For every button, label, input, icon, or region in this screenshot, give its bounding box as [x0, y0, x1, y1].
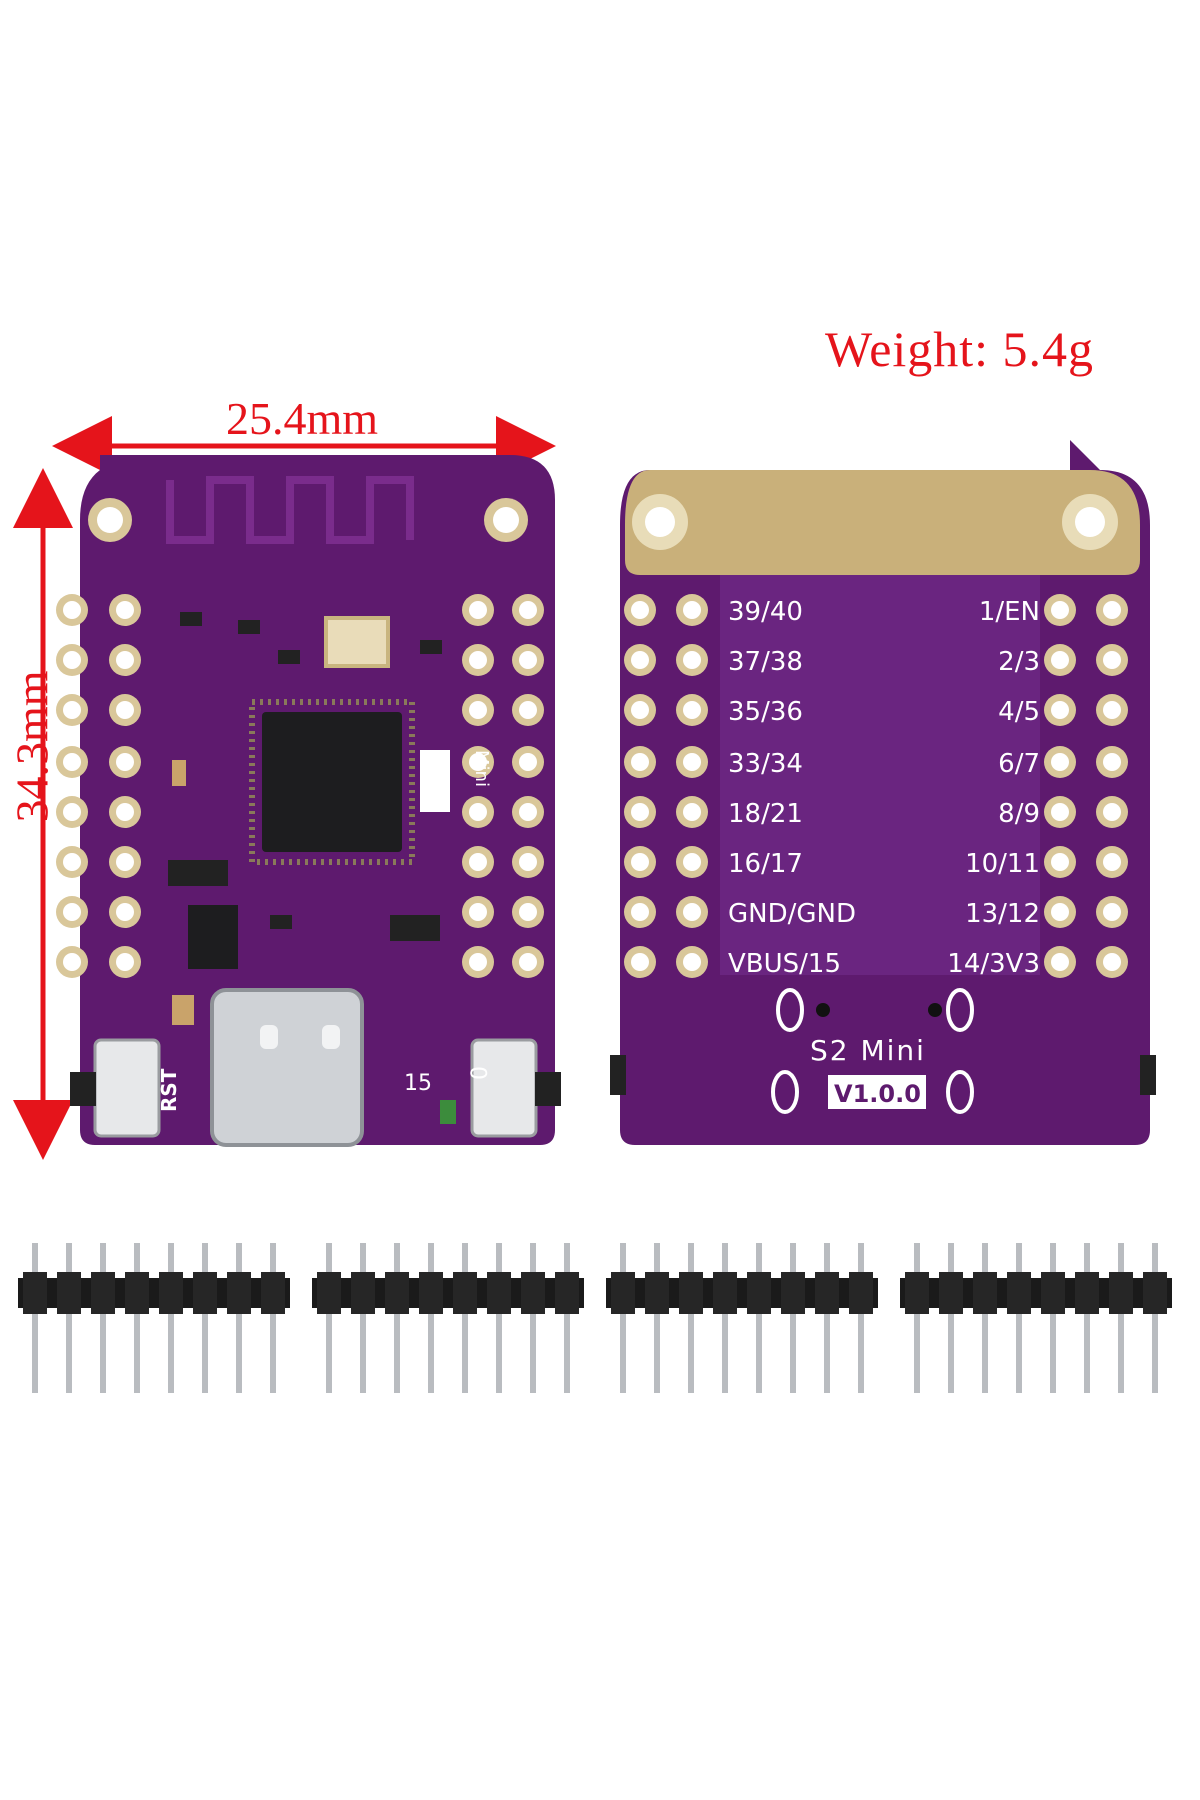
- boot-button: [470, 1038, 538, 1138]
- header-pin: [236, 1243, 242, 1393]
- back-pin-label-left: 18/21: [728, 799, 803, 829]
- back-pin-label-right: 13/12: [965, 899, 1040, 929]
- back-board-version: V1.0.0: [834, 1080, 921, 1108]
- back-pin-label-left: GND/GND: [728, 899, 856, 929]
- header-pin: [360, 1243, 366, 1393]
- back-pin-label-left: 16/17: [728, 849, 803, 879]
- header-pin: [100, 1243, 106, 1393]
- back-pin-label-right: 14/3V3: [947, 949, 1040, 979]
- back-pin-label-left: 35/36: [728, 697, 803, 727]
- status-led: [440, 1100, 456, 1124]
- esp32-s2-chip: [262, 712, 402, 852]
- back-pin-label-right: 8/9: [998, 799, 1040, 829]
- back-pin-label-right: 1/EN: [979, 597, 1040, 627]
- header-pin: [428, 1243, 434, 1393]
- header-pin: [790, 1243, 796, 1393]
- header-pin: [756, 1243, 762, 1393]
- voltage-regulator: [188, 905, 238, 969]
- board-subtitle: Mini: [471, 750, 492, 787]
- board-title: S2: [420, 772, 453, 812]
- header-pin: [270, 1243, 276, 1393]
- header-pin: [496, 1243, 502, 1393]
- header-pin: [134, 1243, 140, 1393]
- header-pin: [654, 1243, 660, 1393]
- front-board: S2 Mini RST 15 0: [56, 455, 561, 1147]
- header-pin: [948, 1243, 954, 1393]
- pin15-label: 15: [404, 1071, 432, 1096]
- header-pin: [1118, 1243, 1124, 1393]
- crystal: [324, 616, 390, 668]
- header-pin: [1084, 1243, 1090, 1393]
- header-pin: [1152, 1243, 1158, 1393]
- header-pin: [914, 1243, 920, 1393]
- header-pin: [722, 1243, 728, 1393]
- header-pin: [564, 1243, 570, 1393]
- usb-c-port: [210, 988, 364, 1147]
- pin-headers: [18, 1243, 1172, 1393]
- header-pin: [66, 1243, 72, 1393]
- header-pin: [982, 1243, 988, 1393]
- header-pin: [1016, 1243, 1022, 1393]
- header-pin: [688, 1243, 694, 1393]
- back-pin-label-left: VBUS/15: [728, 949, 841, 979]
- back-pin-label-right: 10/11: [965, 849, 1040, 879]
- back-pin-label-right: 2/3: [998, 647, 1040, 677]
- header-pin: [326, 1243, 332, 1393]
- header-pin: [462, 1243, 468, 1393]
- rst-button: [93, 1038, 161, 1138]
- back-board-name: S2 Mini: [810, 1034, 926, 1067]
- back-pin-label-left: 39/40: [728, 597, 803, 627]
- header-pin: [824, 1243, 830, 1393]
- back-pin-label-right: 4/5: [998, 697, 1040, 727]
- header-pin: [394, 1243, 400, 1393]
- weight-label: Weight: 5.4g: [825, 321, 1095, 377]
- header-pin: [530, 1243, 536, 1393]
- header-pin: [32, 1243, 38, 1393]
- back-pin-label-right: 6/7: [998, 749, 1040, 779]
- pin0-label: 0: [468, 1066, 493, 1080]
- header-pin: [858, 1243, 864, 1393]
- header-pin: [620, 1243, 626, 1393]
- header-pin: [168, 1243, 174, 1393]
- header-pin: [202, 1243, 208, 1393]
- rst-label: RST: [157, 1068, 181, 1112]
- back-pin-label-left: 33/34: [728, 749, 803, 779]
- back-pin-label-left: 37/38: [728, 647, 803, 677]
- header-pin: [1050, 1243, 1056, 1393]
